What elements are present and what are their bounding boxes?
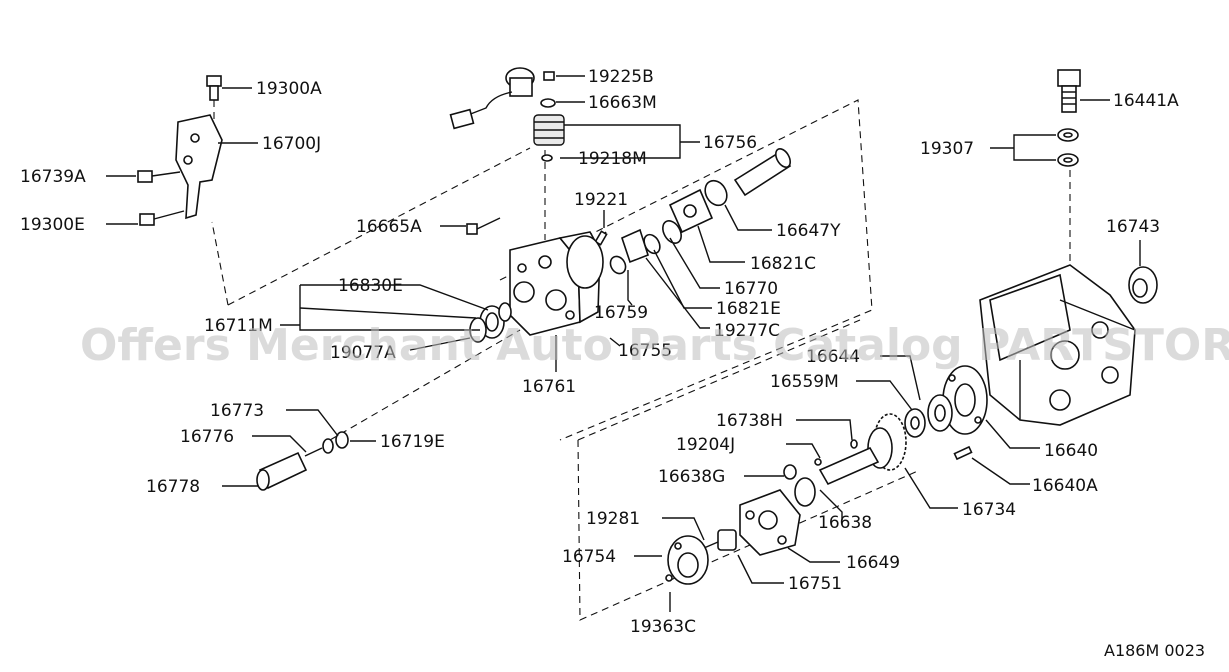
label-19300A: 19300A [256,79,322,99]
label-16761: 16761 [522,377,576,397]
label-16759: 16759 [594,303,648,323]
label-16700J: 16700J [262,134,321,154]
label-19281: 19281 [586,509,640,529]
label-16638G: 16638G [658,467,725,487]
label-16770: 16770 [724,279,778,299]
label-16663M: 16663M [588,93,657,113]
label-16665A: 16665A [356,217,422,237]
label-16649: 16649 [846,553,900,573]
label-19300E: 19300E [20,215,85,235]
diagram-reference: A186M 0023 [1104,641,1205,660]
leader-lines [106,75,1141,612]
label-16638: 16638 [818,513,872,533]
label-16647Y: 16647Y [776,221,841,241]
parts-artwork [137,67,1158,585]
label-16441A: 16441A [1113,91,1179,111]
label-16754: 16754 [562,547,616,567]
label-16773: 16773 [210,401,264,421]
part-labels: 19300A 16700J 16739A 19300E 19225B 16663… [20,67,1179,637]
label-19221: 19221 [574,190,628,210]
label-19225B: 19225B [588,67,654,87]
label-19077A: 19077A [330,343,396,363]
label-16778: 16778 [146,477,200,497]
label-16821C: 16821C [750,254,816,274]
watermark-text: Offers Merchant Auto Parts Catalog PARTS… [80,320,1229,371]
label-16711M: 16711M [204,316,273,336]
label-16644: 16644 [806,347,860,367]
label-19204J: 19204J [676,435,735,455]
label-19363C: 19363C [630,617,696,637]
label-16739A: 16739A [20,167,86,187]
label-16640: 16640 [1044,441,1098,461]
label-16776: 16776 [180,427,234,447]
label-16830E: 16830E [338,276,403,296]
label-16734: 16734 [962,500,1016,520]
label-19218M: 19218M [578,149,647,169]
label-19277C: 19277C [714,321,780,341]
assembly-outlines [211,99,1071,621]
label-16738H: 16738H [716,411,783,431]
label-16756: 16756 [703,133,757,153]
label-16751: 16751 [788,574,842,594]
label-16755: 16755 [618,341,672,361]
label-16743: 16743 [1106,217,1160,237]
label-16640A: 16640A [1032,476,1098,496]
label-19307: 19307 [920,139,974,159]
label-16821E: 16821E [716,299,781,319]
label-16719E: 16719E [380,432,445,452]
label-16559M: 16559M [770,372,839,392]
